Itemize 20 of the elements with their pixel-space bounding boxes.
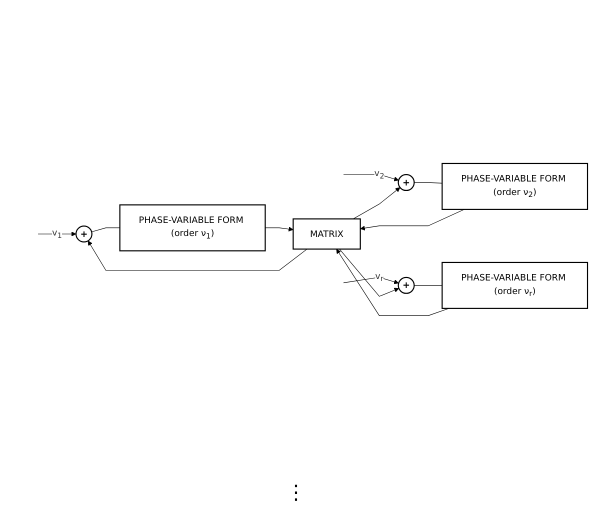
edge-label: v$_{r}$ — [375, 270, 384, 284]
arrow — [352, 188, 400, 220]
node-circle — [75, 226, 92, 243]
node-box — [292, 218, 361, 250]
node-circle — [398, 174, 415, 192]
connector — [414, 182, 442, 184]
edge-label: v$_{1}$ — [52, 228, 62, 241]
arrow — [339, 249, 400, 298]
arrow — [264, 227, 294, 232]
node-circle — [398, 277, 415, 294]
block-diagram: v$_{1}$ v$_{2}$ v$_{r}$ + PHASE-VARIABLE FORM (order ν$_{1}$) + PHASE-VARIABLE FORM (order ν$_{2}$) + PHASE-VARIABLE FORM (order ν$_{r}$) MATRIX — [0, 159, 592, 321]
node-box — [119, 204, 266, 252]
edge-label: v$_{2}$ — [374, 168, 384, 182]
connector — [91, 228, 120, 233]
arrow — [88, 241, 308, 272]
arrow — [343, 174, 399, 182]
node-box — [442, 262, 588, 310]
ellipsis-mark: ⋮ — [286, 480, 306, 504]
node-box — [442, 163, 588, 210]
arrow — [343, 277, 399, 285]
